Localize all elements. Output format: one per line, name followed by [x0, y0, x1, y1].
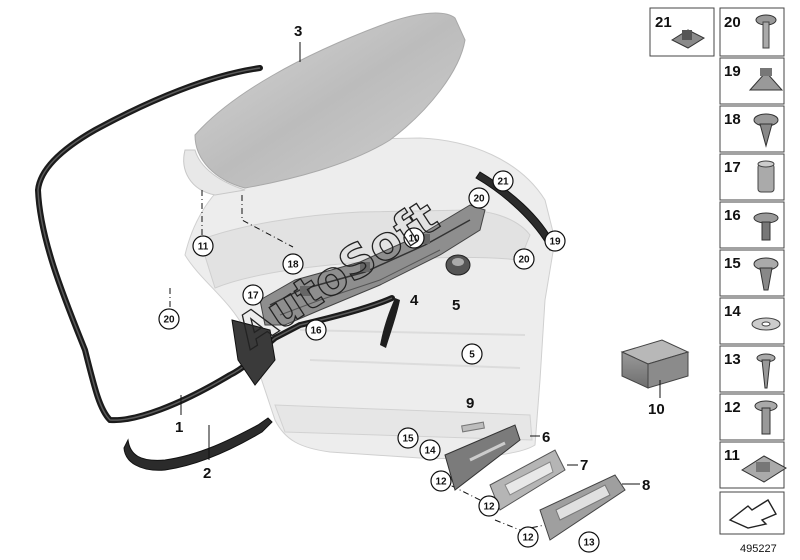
svg-text:19: 19	[724, 63, 741, 80]
license-plate-bracket-8	[539, 474, 626, 541]
svg-text:5: 5	[469, 350, 475, 361]
svg-text:17: 17	[724, 159, 741, 176]
parts-panel: 21 20 19 18 17	[649, 7, 787, 535]
control-unit-box	[620, 339, 690, 389]
panel-cell-18: 18	[719, 105, 785, 153]
svg-text:21: 21	[497, 177, 509, 188]
plain-callouts: 3 1 2 4 5 6 7 8 9 10	[175, 23, 665, 494]
svg-text:18: 18	[724, 111, 741, 128]
panel-cell-17: 17	[719, 153, 785, 201]
panel-cell-15: 15	[719, 249, 785, 297]
svg-text:16: 16	[724, 207, 741, 224]
svg-text:20: 20	[163, 315, 175, 326]
svg-text:20: 20	[473, 194, 485, 205]
circled-callout-14: 14	[419, 439, 441, 461]
panel-cell-19: 19	[719, 57, 785, 105]
tailgate-handle-bracket	[259, 204, 486, 326]
circled-callout-19: 19	[544, 230, 566, 252]
arrow-icon	[728, 499, 777, 529]
svg-text:17: 17	[247, 291, 259, 302]
panel-cell-13: 13	[719, 345, 785, 393]
svg-text:15: 15	[724, 255, 741, 272]
svg-text:20: 20	[518, 255, 530, 266]
circled-callout-21: 21	[492, 170, 514, 192]
svg-text:11: 11	[198, 242, 209, 253]
left-side-trim	[231, 319, 276, 386]
circled-callout-20a: 20	[158, 308, 180, 330]
callout-9: 9	[466, 395, 474, 412]
circled-callout-12b: 12	[478, 495, 500, 517]
svg-text:12: 12	[435, 477, 447, 488]
circled-callout-20b: 20	[468, 187, 490, 209]
callout-1: 1	[175, 419, 183, 436]
panel-cell-21: 21	[649, 7, 715, 57]
callout-4: 4	[410, 292, 419, 309]
svg-text:12: 12	[483, 502, 495, 513]
svg-text:21: 21	[655, 14, 672, 31]
circled-callout-11: 11	[192, 235, 214, 257]
circled-callout-20c: 20	[513, 248, 535, 270]
panel-cell-11: 11	[719, 441, 787, 489]
svg-text:14: 14	[724, 303, 741, 320]
circled-callout-17: 17	[242, 284, 264, 306]
circled-callout-10: 10	[403, 227, 425, 249]
center-strip	[380, 298, 400, 348]
circled-callouts: 11 18 17 20 16 10 20 21 19 20 5 15 14 12…	[158, 170, 600, 553]
svg-text:13: 13	[583, 538, 595, 549]
diagram-id: 495227	[740, 543, 777, 555]
callout-5: 5	[452, 297, 460, 314]
circled-callout-13: 13	[578, 531, 600, 553]
svg-text:10: 10	[408, 234, 420, 245]
callout-3: 3	[294, 23, 302, 40]
panel-cell-16: 16	[719, 201, 785, 249]
circled-callout-15: 15	[397, 427, 419, 449]
license-plate-bracket-7	[489, 449, 566, 511]
circled-callout-5: 5	[461, 343, 483, 365]
svg-text:14: 14	[424, 446, 436, 457]
circled-callout-12a: 12	[430, 470, 452, 492]
lock-actuator	[445, 254, 471, 276]
license-plate-bracket-6	[444, 424, 521, 491]
rear-window-glass	[183, 12, 466, 196]
callout-7: 7	[580, 457, 588, 474]
lower-trim-strip	[123, 417, 273, 471]
callout-2: 2	[203, 465, 211, 482]
trim-strip-9	[461, 421, 485, 433]
svg-text:11: 11	[724, 447, 740, 464]
svg-text:13: 13	[724, 351, 741, 368]
svg-text:20: 20	[724, 14, 741, 31]
panel-cell-20: 20	[719, 7, 785, 57]
panel-cell-arrow	[719, 491, 785, 535]
svg-text:18: 18	[287, 260, 299, 271]
callout-10: 10	[648, 401, 665, 418]
panel-cell-14: 14	[719, 297, 785, 345]
circled-callout-12c: 12	[517, 526, 539, 548]
circled-callout-18: 18	[282, 253, 304, 275]
circled-callout-16: 16	[305, 319, 327, 341]
callout-6: 6	[542, 429, 550, 446]
callout-8: 8	[642, 477, 650, 494]
leader-dashes	[169, 190, 546, 531]
panel-cell-12: 12	[719, 393, 785, 441]
svg-text:16: 16	[310, 326, 322, 337]
svg-text:12: 12	[522, 533, 534, 544]
svg-text:15: 15	[402, 434, 414, 445]
leader-lines	[180, 42, 661, 485]
svg-text:19: 19	[549, 237, 561, 248]
svg-text:12: 12	[724, 399, 741, 416]
